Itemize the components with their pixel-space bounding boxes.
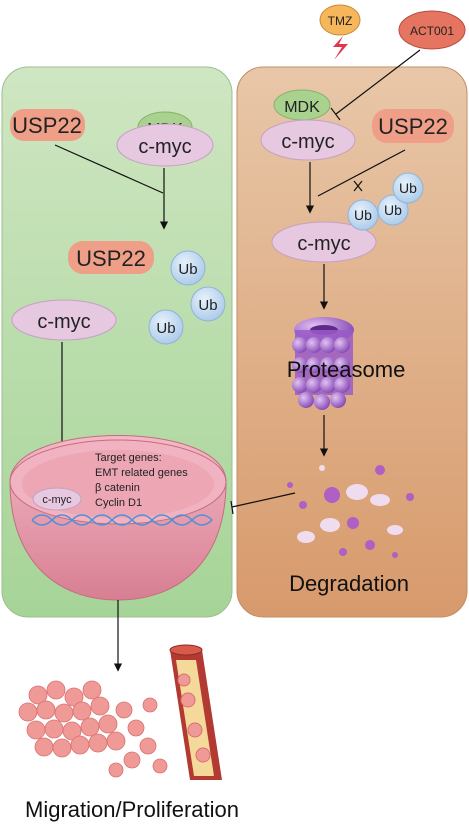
outcome-label: Migration/Proliferation: [25, 797, 239, 822]
svg-text:c-myc: c-myc: [281, 131, 334, 153]
svg-text:MDK: MDK: [284, 99, 320, 116]
left-ub-3: Ub: [148, 309, 184, 345]
act001-inhibition-bar: [330, 107, 341, 121]
tmz-label: TMZ: [328, 14, 353, 28]
act001-label: ACT001: [410, 24, 454, 38]
degradation-label: Degradation: [289, 571, 409, 596]
left-cmyc-top: c-myc: [116, 123, 214, 167]
usp22-binding-line: [54, 144, 164, 194]
right-ub-2: Ub: [377, 194, 409, 226]
degradation-fragments: [287, 465, 414, 558]
svg-text:Ub: Ub: [198, 297, 217, 314]
left-usp22-top: USP22: [10, 109, 85, 141]
svg-text:c-myc: c-myc: [42, 494, 72, 506]
tumor-cells-icon: [18, 680, 168, 778]
svg-text:Ub: Ub: [384, 202, 402, 218]
act001-badge: ACT001: [398, 10, 466, 50]
right-ub-3: Ub: [392, 172, 424, 204]
dna-helix: [31, 514, 213, 526]
target-gene-2: β catenin: [95, 482, 140, 494]
right-mdk: MDK: [273, 89, 331, 121]
act001-inhibition-line: [335, 49, 421, 115]
svg-text:Ub: Ub: [399, 180, 417, 196]
left-ub-2: Ub: [190, 286, 226, 322]
tmz-badge: TMZ: [319, 4, 361, 36]
proteasome-label: Proteasome: [287, 357, 406, 382]
blood-vessel-icon: [169, 644, 222, 780]
svg-text:USP22: USP22: [378, 114, 448, 139]
svg-text:USP22: USP22: [76, 246, 146, 271]
left-usp22-mid: USP22: [68, 241, 154, 274]
left-ub-1: Ub: [170, 250, 206, 286]
right-ub-1: Ub: [347, 199, 379, 231]
svg-text:Ub: Ub: [156, 320, 175, 337]
blocked-cross-icon: [353, 180, 363, 192]
usp22-blocked-line: [317, 149, 406, 197]
proteasome-icon: [292, 317, 354, 410]
target-gene-1: EMT related genes: [95, 467, 188, 479]
svg-text:c-myc: c-myc: [297, 233, 350, 255]
nucleus-cmyc: c-myc: [32, 487, 82, 511]
svg-text:c-myc: c-myc: [37, 311, 90, 333]
lightning-icon: [333, 36, 348, 60]
degradation-inhibition-bar: [230, 500, 234, 515]
svg-text:c-myc: c-myc: [138, 136, 191, 158]
target-genes-title: Target genes:: [95, 452, 162, 464]
right-usp22: USP22: [372, 109, 454, 143]
svg-text:USP22: USP22: [12, 113, 82, 138]
degradation-inhibition-line: [231, 492, 296, 508]
svg-text:Ub: Ub: [354, 207, 372, 223]
target-gene-3: Cyclin D1: [95, 497, 142, 509]
right-cmyc-mid: c-myc: [271, 221, 377, 263]
right-cmyc-top: c-myc: [260, 119, 356, 161]
left-cmyc-mid: c-myc: [11, 299, 117, 341]
svg-text:Ub: Ub: [178, 261, 197, 278]
